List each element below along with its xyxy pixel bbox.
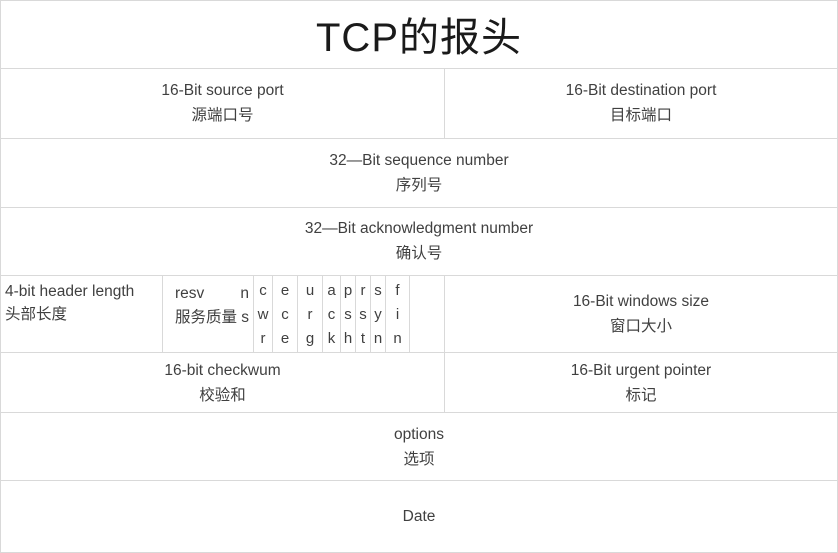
title-row: TCP的报头 bbox=[1, 1, 837, 68]
flag-column-psh: p s h bbox=[340, 275, 355, 353]
options-label-zh: 选项 bbox=[403, 450, 435, 468]
flag-letter: r bbox=[307, 305, 313, 323]
row-data: Date bbox=[1, 480, 837, 552]
flag-letter: h bbox=[343, 329, 353, 347]
flag-column-rst: r s t bbox=[355, 275, 370, 353]
flag-ns-letter-mid: s bbox=[241, 308, 249, 326]
flag-column-ece: e c e bbox=[272, 275, 297, 353]
resv-label-zh: 服务质量 bbox=[175, 308, 238, 326]
flag-letter: u bbox=[305, 281, 315, 299]
cell-options: options 选项 bbox=[1, 413, 837, 480]
flag-column-fin: f i n bbox=[385, 275, 409, 353]
cell-sequence-number: 32—Bit sequence number 序列号 bbox=[1, 139, 837, 207]
flag-letter: f bbox=[395, 281, 400, 299]
urgent-pointer-label-en: 16-Bit urgent pointer bbox=[570, 361, 712, 379]
sequence-number-label-zh: 序列号 bbox=[395, 176, 443, 194]
flag-letter: w bbox=[257, 305, 269, 323]
flag-letter: a bbox=[327, 281, 336, 299]
resv-line-1: resv n bbox=[175, 282, 249, 306]
empty-flag-column bbox=[409, 275, 444, 353]
flag-column-urg: u r g bbox=[297, 275, 322, 353]
cell-checksum: 16-bit checkwum 校验和 bbox=[1, 353, 444, 412]
row-acknowledgment-number: 32—Bit acknowledgment number 确认号 bbox=[1, 206, 837, 275]
flag-letter: g bbox=[305, 329, 315, 347]
flag-letter: c bbox=[281, 305, 289, 323]
cell-header-length: 4-bit header length 头部长度 bbox=[1, 276, 162, 353]
source-port-label-en: 16-Bit source port bbox=[161, 82, 284, 100]
header-length-label-zh: 头部长度 bbox=[5, 305, 68, 323]
row-checksum: 16-bit checkwum 校验和 16-Bit urgent pointe… bbox=[1, 352, 837, 413]
resv-label-en: resv bbox=[175, 284, 205, 302]
flag-letter: y bbox=[374, 305, 382, 323]
destination-port-label-en: 16-Bit destination port bbox=[565, 82, 717, 100]
cell-acknowledgment-number: 32—Bit acknowledgment number 确认号 bbox=[1, 208, 837, 275]
window-size-label-en: 16-Bit windows size bbox=[572, 292, 710, 310]
row-ports: 16-Bit source port 源端口号 16-Bit destinati… bbox=[1, 67, 837, 138]
destination-port-label-zh: 目标端口 bbox=[609, 107, 672, 125]
flag-ns-letter-top: n bbox=[240, 284, 249, 302]
flag-letter: i bbox=[395, 305, 400, 323]
flag-letter: n bbox=[393, 329, 402, 347]
flag-letter: e bbox=[280, 329, 290, 347]
data-label: Date bbox=[402, 508, 436, 526]
flag-letter: c bbox=[327, 305, 336, 323]
checksum-label-zh: 校验和 bbox=[199, 386, 246, 404]
flag-letter: s bbox=[374, 281, 382, 299]
sequence-number-label-en: 32—Bit sequence number bbox=[329, 151, 509, 169]
source-port-label-zh: 源端口号 bbox=[191, 107, 254, 125]
cell-resv: resv n 服务质量 s bbox=[162, 275, 253, 353]
cell-source-port: 16-Bit source port 源端口号 bbox=[1, 69, 444, 138]
cell-destination-port: 16-Bit destination port 目标端口 bbox=[444, 68, 837, 138]
flag-letter: s bbox=[359, 305, 367, 323]
flag-letter: p bbox=[343, 281, 353, 299]
cell-urgent-pointer: 16-Bit urgent pointer 标记 bbox=[444, 353, 837, 413]
diagram-title: TCP的报头 bbox=[316, 16, 522, 61]
row-sequence-number: 32—Bit sequence number 序列号 bbox=[1, 137, 837, 207]
flag-letter: k bbox=[327, 329, 336, 347]
flag-letter: e bbox=[280, 281, 290, 299]
acknowledgment-number-label-zh: 确认号 bbox=[395, 245, 443, 263]
options-label-en: options bbox=[394, 425, 444, 443]
row-options: options 选项 bbox=[1, 412, 837, 480]
flag-letter: n bbox=[373, 329, 383, 347]
flag-column-syn: s y n bbox=[370, 275, 385, 353]
cell-window-size: 16-Bit windows size 窗口大小 bbox=[444, 275, 837, 353]
flag-letter: r bbox=[360, 281, 366, 299]
row-flags: 4-bit header length 头部长度 resv n 服务质量 s c… bbox=[1, 274, 837, 353]
resv-line-2: 服务质量 s bbox=[175, 306, 249, 330]
flag-column-cwr: c w r bbox=[253, 275, 272, 353]
urgent-pointer-label-zh: 标记 bbox=[625, 386, 657, 404]
window-size-label-zh: 窗口大小 bbox=[609, 317, 672, 335]
checksum-label-en: 16-bit checkwum bbox=[164, 361, 281, 379]
flag-letter: s bbox=[344, 305, 352, 323]
flag-column-ack: a c k bbox=[322, 275, 340, 353]
flag-letter: t bbox=[360, 329, 366, 347]
header-length-label-en: 4-bit header length bbox=[5, 282, 135, 300]
flag-letter: r bbox=[260, 329, 266, 347]
cell-data: Date bbox=[1, 481, 837, 552]
flag-letter: c bbox=[259, 281, 267, 299]
acknowledgment-number-label-en: 32—Bit acknowledgment number bbox=[304, 220, 534, 238]
